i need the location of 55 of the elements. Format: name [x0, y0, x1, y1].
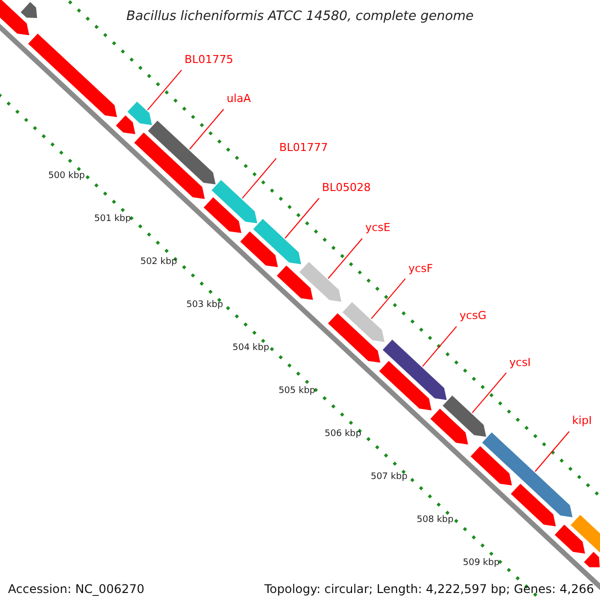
- gene-feature: [134, 132, 205, 199]
- gene-label: ycsI: [509, 356, 531, 369]
- scale-label: 507 kbp: [370, 472, 408, 482]
- gene-label: ycsE: [365, 221, 390, 234]
- gene-feature: [212, 180, 258, 224]
- scale-label: 501 kbp: [94, 214, 131, 224]
- gene-feature: [148, 120, 216, 184]
- gene-feature: [127, 102, 152, 126]
- gene-feature: [276, 265, 314, 300]
- scale-label: 508 kbp: [416, 514, 454, 525]
- scale-label: 509 kbp: [462, 558, 500, 568]
- gene-feature: [299, 262, 342, 302]
- gene-feature: [342, 302, 385, 342]
- gene-feature: [28, 34, 118, 118]
- gene-label: BL01777: [279, 141, 328, 154]
- leader-line: [370, 278, 406, 320]
- scale-label: 505 kbp: [278, 386, 316, 396]
- scale-label: 502 kbp: [140, 257, 178, 268]
- gene-feature: [482, 432, 572, 518]
- gene-feature: [382, 340, 447, 400]
- footer-text: Accession: NC_006270: [8, 582, 144, 596]
- gene-feature: [253, 218, 302, 264]
- footer-text: Topology: circular; Length: 4,222,597 bp; Genes: 4,266: [264, 582, 594, 596]
- gene-feature: [554, 524, 586, 554]
- leader-line: [242, 158, 277, 199]
- gene-label: ycsF: [408, 262, 433, 275]
- scale-label: 506 kbp: [324, 429, 362, 440]
- gene-label: BL01775: [184, 53, 234, 66]
- scale-label: 503 kbp: [186, 300, 224, 310]
- gene-feature: [116, 115, 136, 134]
- leader-line: [534, 431, 570, 472]
- gene-feature: [430, 408, 468, 444]
- diagram-title: Bacillus licheniformis ATCC 14580, complete genome: [126, 9, 474, 24]
- gene-feature: [442, 396, 486, 437]
- gene-feature: [0, 0, 30, 36]
- leader-line: [328, 238, 363, 279]
- leader-line: [284, 198, 320, 239]
- leader-line: [147, 70, 182, 111]
- gene-feature: [379, 360, 432, 410]
- gene-feature: [20, 2, 38, 18]
- gene-feature: [510, 484, 556, 526]
- scale-label: 504 kbp: [232, 343, 270, 354]
- gene-label: BL05028: [322, 181, 371, 194]
- gene-feature: [328, 313, 380, 363]
- gene-feature: [470, 446, 512, 486]
- gene-feature: [204, 197, 242, 234]
- gene-label: ycsG: [460, 309, 486, 322]
- leader-line: [189, 108, 224, 150]
- gene-label: ulaA: [226, 92, 251, 106]
- gene-feature: [584, 552, 600, 568]
- gene-feature: [240, 231, 278, 268]
- scale-label: 500 kbp: [48, 171, 85, 182]
- gene-label: kipI: [572, 414, 592, 428]
- leader-line: [472, 372, 507, 414]
- leader-line: [422, 326, 458, 367]
